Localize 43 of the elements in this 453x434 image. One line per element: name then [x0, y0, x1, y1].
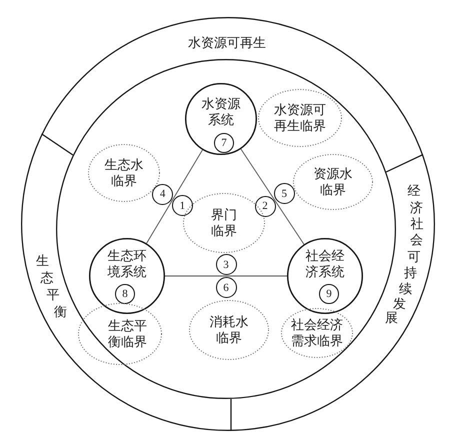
threshold-ellipse [88, 144, 160, 202]
number-circle [254, 196, 276, 217]
circle-number: 8 [121, 288, 129, 300]
system-circle [89, 238, 165, 314]
outer-ring [21, 17, 435, 431]
ring-label: 水资源可再生 [188, 35, 266, 51]
number-circle [216, 277, 236, 298]
system-circle [287, 238, 363, 314]
node-label: 生态平衡临界 [107, 318, 148, 350]
node-label: 生态水临界 [104, 157, 144, 189]
node-label: 水资源系统 [200, 96, 242, 128]
number-circle [172, 195, 193, 216]
circle-number: 5 [280, 188, 288, 200]
ring-label: 经济社会可持续发展 [384, 183, 424, 326]
threshold-ellipse [78, 303, 162, 365]
circle-number: 3 [222, 258, 230, 270]
threshold-ellipse [293, 154, 373, 210]
node-label: 界门临界 [210, 207, 238, 239]
threshold-ellipse [189, 300, 269, 360]
node-label: 社会经济系统 [304, 248, 346, 280]
connector-line [240, 148, 304, 245]
circle-number: 1 [178, 200, 186, 212]
node-label: 资源水临界 [312, 166, 354, 198]
number-circle [152, 184, 174, 205]
number-circle [214, 133, 234, 153]
threshold-ellipse [281, 308, 353, 358]
system-circle [185, 83, 257, 155]
circle-number: 4 [158, 188, 166, 200]
circle-number: 7 [220, 137, 228, 149]
circle-number: 2 [261, 200, 269, 212]
node-label: 消耗水临界 [208, 314, 250, 346]
number-circle [319, 284, 339, 304]
node-label: 生态环境系统 [106, 248, 148, 280]
number-circle [115, 284, 135, 304]
threshold-ellipse [258, 89, 342, 147]
number-circle [216, 254, 236, 275]
ring-label: 生态平衡 [36, 253, 68, 320]
circle-number: 6 [222, 282, 230, 294]
connector-line [146, 149, 203, 244]
number-circle [274, 183, 295, 204]
circle-number: 9 [325, 288, 333, 300]
node-label: 水资源可再生临界 [273, 102, 327, 134]
node-label: 社会经济需求临界 [290, 317, 344, 349]
